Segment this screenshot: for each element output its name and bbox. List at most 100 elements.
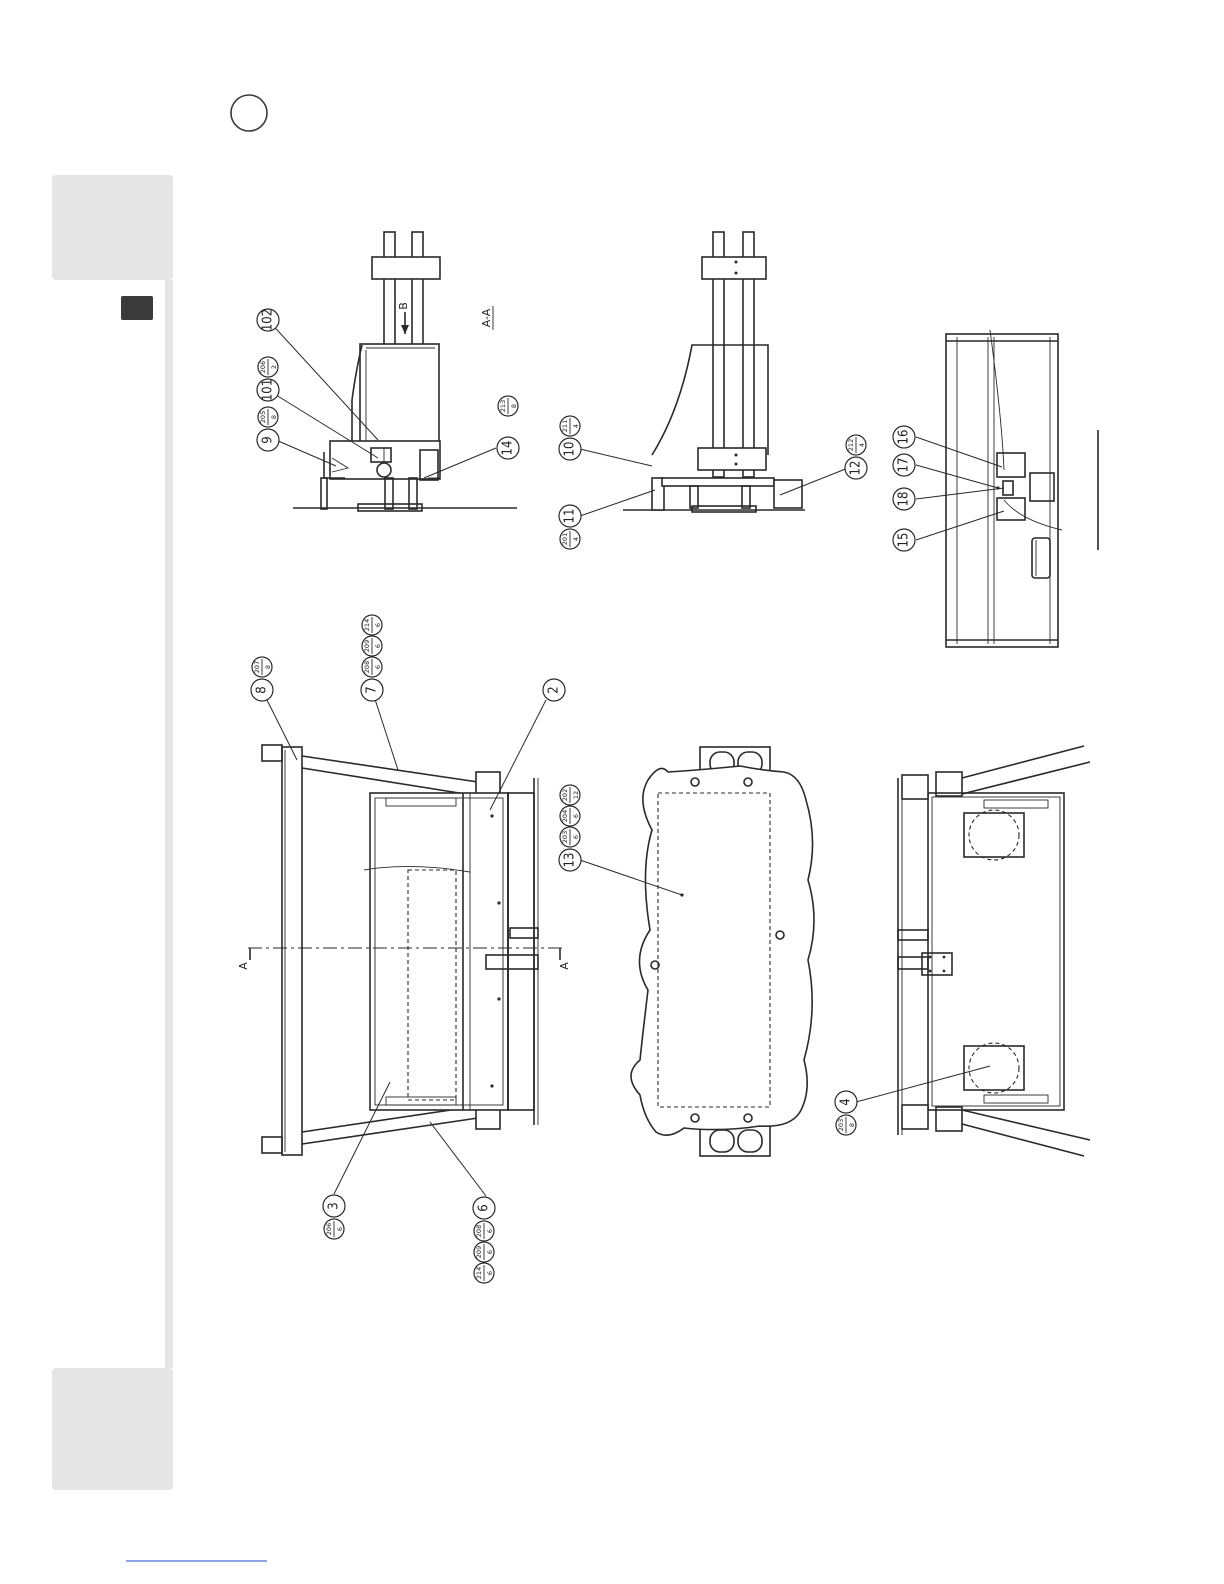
svg-text:16: 16 — [897, 430, 912, 445]
callout-14: 14 — [497, 437, 519, 459]
callout-4-subparts: 203 8 — [836, 1115, 856, 1135]
callout-14-subparts: 213 8 — [498, 396, 518, 416]
callout-18: 18 — [893, 488, 915, 510]
section-a-a-title: A-A — [480, 308, 493, 327]
svg-text:11: 11 — [563, 509, 578, 524]
callout-7-subparts-c: 214 6 — [362, 615, 382, 635]
view-arrow-b-label: B — [397, 302, 410, 310]
svg-text:212: 212 — [847, 439, 855, 451]
svg-text:4: 4 — [572, 424, 580, 428]
callout-6-subparts-c: 214 6 — [474, 1263, 494, 1283]
svg-text:6: 6 — [336, 1227, 344, 1231]
callout-13: 13 — [559, 849, 581, 871]
svg-text:6: 6 — [572, 814, 580, 818]
svg-text:206: 206 — [325, 1223, 333, 1235]
callout-10-subparts: 211 4 — [560, 416, 580, 436]
svg-text:3: 3 — [327, 1202, 342, 1209]
callout-7-subparts-b: 209 6 — [362, 636, 382, 656]
section-mark-right: A — [558, 962, 571, 970]
svg-text:9: 9 — [261, 436, 276, 443]
section-marker-block — [121, 296, 153, 320]
svg-text:13: 13 — [563, 853, 578, 868]
svg-text:7: 7 — [365, 686, 380, 693]
svg-text:214: 214 — [475, 1267, 483, 1279]
callout-11: 11 — [559, 505, 581, 527]
page-index-circle — [231, 95, 267, 131]
svg-text:6: 6 — [486, 1229, 494, 1233]
callout-8-subparts: 207 8 — [252, 657, 272, 677]
callout-10: 10 — [559, 438, 581, 460]
svg-text:201: 201 — [561, 533, 569, 545]
svg-text:209: 209 — [363, 640, 371, 652]
callout-13-subparts-c: 202 12 — [560, 785, 580, 805]
callout-9-subparts: 205 8 — [258, 407, 278, 427]
page-chrome — [52, 95, 267, 1561]
callout-101-subparts: 206 2 — [258, 357, 278, 377]
callout-7-subparts-a: 208 6 — [362, 657, 382, 677]
svg-text:8: 8 — [264, 665, 272, 669]
svg-text:12: 12 — [849, 461, 864, 476]
callout-11-subparts: 201 4 — [560, 529, 580, 549]
svg-text:205: 205 — [259, 411, 267, 423]
svg-text:6: 6 — [374, 623, 382, 627]
svg-text:213: 213 — [499, 400, 507, 412]
svg-text:202: 202 — [561, 789, 569, 801]
callout-9: 9 — [257, 429, 279, 451]
svg-text:2: 2 — [547, 686, 562, 693]
callout-102: 102 — [257, 309, 279, 331]
svg-text:102: 102 — [261, 309, 276, 331]
svg-text:8: 8 — [270, 415, 278, 419]
svg-text:209: 209 — [475, 1246, 483, 1258]
svg-text:101: 101 — [261, 379, 276, 401]
svg-text:6: 6 — [486, 1271, 494, 1275]
svg-text:2: 2 — [270, 365, 278, 369]
callout-6-subparts-a: 208 6 — [474, 1221, 494, 1241]
svg-text:6: 6 — [572, 835, 580, 839]
callout-12: 12 — [845, 457, 867, 479]
svg-text:6: 6 — [374, 644, 382, 648]
svg-text:207: 207 — [253, 661, 261, 673]
svg-text:206: 206 — [259, 361, 267, 373]
callout-101: 101 — [257, 379, 279, 401]
bottom-plan-view — [631, 747, 814, 1156]
section-mark-left: A — [237, 962, 250, 970]
section-view-a-a: B A-A — [293, 232, 517, 511]
svg-text:208: 208 — [475, 1225, 483, 1237]
callout-4: 4 — [835, 1091, 857, 1113]
svg-text:12: 12 — [572, 791, 580, 799]
side-tab-upper — [52, 175, 173, 280]
side-tab-lower — [52, 1368, 173, 1490]
svg-text:6: 6 — [477, 1204, 492, 1211]
callout-3-subparts: 206 6 — [324, 1219, 344, 1239]
callout-3: 3 — [323, 1195, 345, 1217]
svg-text:208: 208 — [363, 661, 371, 673]
svg-text:6: 6 — [374, 665, 382, 669]
side-elevation-view — [623, 232, 805, 512]
callout-15: 15 — [893, 529, 915, 551]
callout-16: 16 — [893, 426, 915, 448]
svg-text:204: 204 — [561, 810, 569, 822]
svg-text:214: 214 — [363, 619, 371, 631]
svg-text:8: 8 — [510, 404, 518, 408]
top-plan-view: A A — [237, 745, 571, 1155]
detail-panel-view — [946, 330, 1098, 647]
svg-text:203: 203 — [837, 1119, 845, 1131]
svg-text:6: 6 — [486, 1250, 494, 1254]
svg-text:8: 8 — [255, 686, 270, 693]
svg-text:203: 203 — [561, 831, 569, 843]
callout-17: 17 — [893, 454, 915, 476]
svg-text:17: 17 — [897, 458, 912, 473]
rear-plan-view — [898, 746, 1090, 1156]
callout-13-subparts-a: 203 6 — [560, 827, 580, 847]
svg-text:14: 14 — [501, 441, 516, 456]
svg-text:15: 15 — [897, 533, 912, 548]
callout-13-subparts-b: 204 6 — [560, 806, 580, 826]
svg-text:10: 10 — [563, 442, 578, 457]
svg-text:8: 8 — [848, 1123, 856, 1127]
svg-text:4: 4 — [572, 537, 580, 541]
callout-8: 8 — [251, 679, 273, 701]
callout-6-subparts-b: 209 6 — [474, 1242, 494, 1262]
callout-2: 2 — [543, 679, 565, 701]
side-tab-edge — [165, 280, 173, 1368]
